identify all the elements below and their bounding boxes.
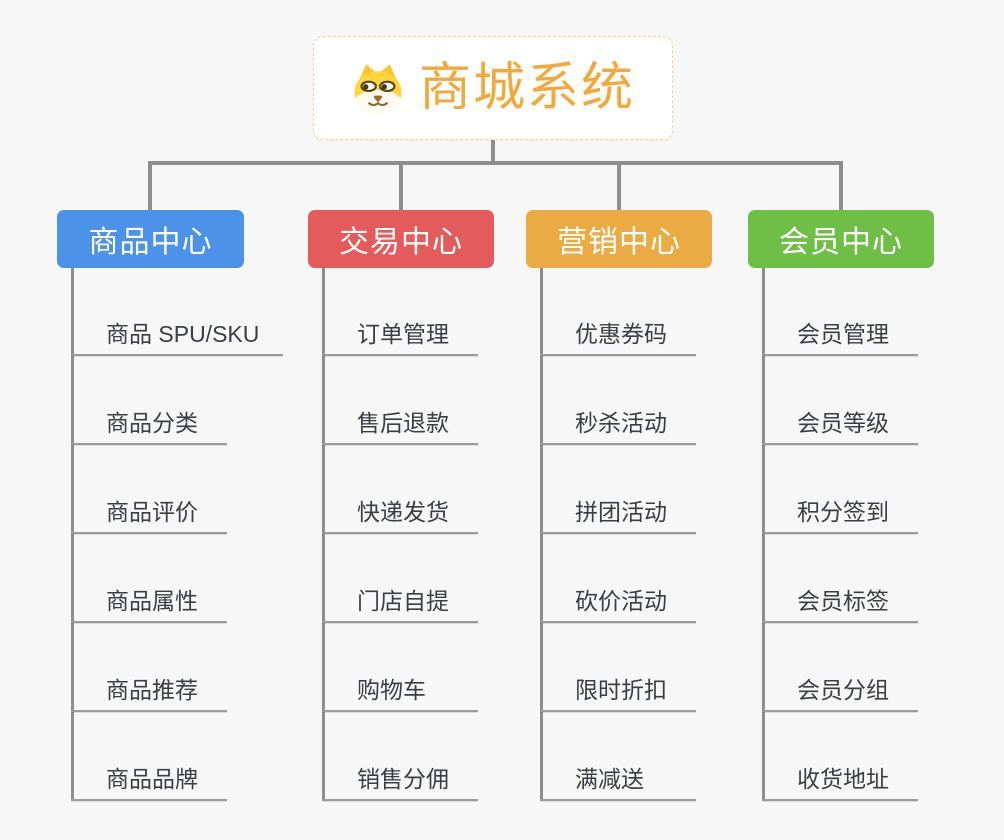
branch-children-member-center: 会员管理 会员等级 积分签到 会员标签 会员分组 收货地址 [762, 268, 918, 801]
root-title: 商城系统 [418, 59, 635, 117]
branch-connector-line [148, 164, 152, 210]
child-node[interactable]: 商品品牌 [71, 712, 227, 801]
branch-node-member-center[interactable]: 会员中心 [748, 210, 934, 268]
child-node[interactable]: 会员标签 [762, 534, 918, 623]
branch-connector-line [839, 164, 843, 210]
child-node[interactable]: 优惠券码 [540, 268, 696, 356]
branch-connector-line [399, 164, 403, 210]
child-node[interactable]: 销售分佣 [322, 712, 478, 801]
branch-node-marketing-center[interactable]: 营销中心 [526, 210, 712, 268]
child-node[interactable]: 商品推荐 [71, 623, 227, 712]
branch-children-product-center: 商品 SPU/SKU 商品分类 商品评价 商品属性 商品推荐 商品品牌 [71, 268, 284, 801]
child-node[interactable]: 会员分组 [762, 623, 918, 712]
child-node[interactable]: 商品 SPU/SKU [71, 268, 284, 356]
child-node[interactable]: 积分签到 [762, 445, 918, 534]
branch-node-product-center[interactable]: 商品中心 [57, 210, 244, 268]
root-node[interactable]: 商城系统 [313, 36, 673, 140]
child-node[interactable]: 会员管理 [762, 268, 918, 356]
branch-node-trade-center[interactable]: 交易中心 [308, 210, 494, 268]
branch-trunk-line [540, 268, 543, 801]
branch-trunk-line [322, 268, 325, 801]
dog-face-icon [351, 61, 405, 115]
child-node[interactable]: 收货地址 [762, 712, 918, 801]
child-node[interactable]: 商品分类 [71, 356, 227, 445]
child-node[interactable]: 购物车 [322, 623, 478, 712]
child-node[interactable]: 售后退款 [322, 356, 478, 445]
branch-trunk-line [71, 268, 74, 801]
child-node[interactable]: 快递发货 [322, 445, 478, 534]
child-node[interactable]: 满减送 [540, 712, 696, 801]
child-node[interactable]: 秒杀活动 [540, 356, 696, 445]
child-node[interactable]: 限时折扣 [540, 623, 696, 712]
child-node[interactable]: 商品评价 [71, 445, 227, 534]
child-node[interactable]: 拼团活动 [540, 445, 696, 534]
branch-children-trade-center: 订单管理 售后退款 快递发货 门店自提 购物车 销售分佣 [322, 268, 478, 801]
branch-children-marketing-center: 优惠券码 秒杀活动 拼团活动 砍价活动 限时折扣 满减送 [540, 268, 696, 801]
child-node[interactable]: 会员等级 [762, 356, 918, 445]
horizontal-connector-line [148, 161, 843, 165]
branch-trunk-line [762, 268, 765, 801]
child-node[interactable]: 砍价活动 [540, 534, 696, 623]
child-node[interactable]: 商品属性 [71, 534, 227, 623]
child-node[interactable]: 订单管理 [322, 268, 478, 356]
root-connector-line [491, 139, 495, 163]
child-node[interactable]: 门店自提 [322, 534, 478, 623]
branch-connector-line [617, 164, 621, 210]
